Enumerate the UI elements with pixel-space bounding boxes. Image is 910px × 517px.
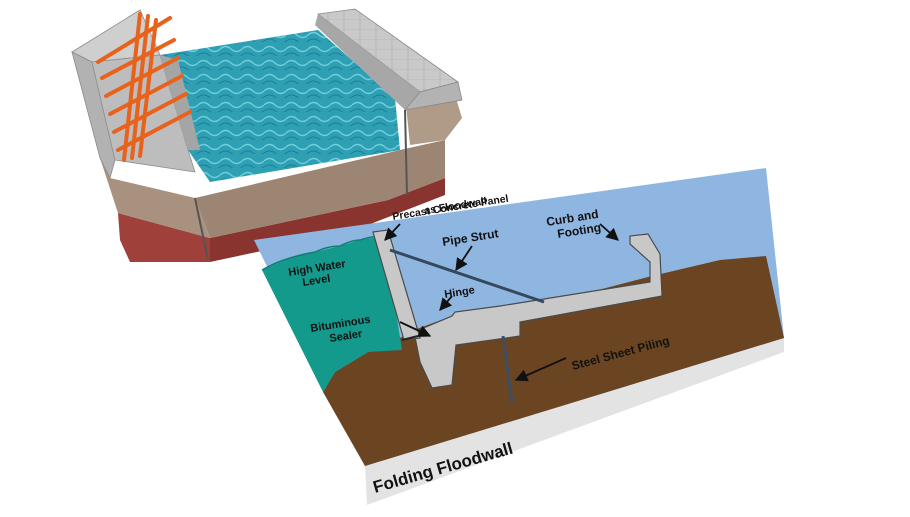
label-high-water-line2: Level (302, 273, 332, 289)
left-wall-face (71, 51, 116, 180)
earth-front (100, 158, 210, 238)
piling-left (194, 197, 209, 261)
left-curb (160, 55, 200, 150)
earth-front-right (195, 140, 445, 238)
arrows (384, 223, 619, 382)
water-surface-line (261, 235, 385, 271)
model-3d (71, 8, 463, 262)
pool-water (160, 30, 400, 182)
label-curb-line2: Footing (556, 220, 602, 241)
high-water (262, 236, 402, 392)
label-bituminous-line2: Sealer (329, 328, 364, 345)
deck-front (315, 14, 420, 110)
sealer-strip (401, 335, 419, 341)
label-hinge: Hinge (444, 284, 476, 301)
deck-end (403, 81, 463, 111)
soil (323, 256, 784, 466)
caption-band (365, 338, 784, 505)
concrete-footing (413, 233, 663, 389)
piling-right (404, 109, 408, 196)
precast-panel (372, 229, 421, 341)
orange-bars (96, 12, 192, 162)
brick-base-left (118, 213, 210, 262)
steel-sheet-piling (501, 335, 514, 403)
pipe-strut (389, 248, 545, 304)
cross-section: Precast Concrete Panel as Floodwall Pipe… (254, 168, 784, 505)
